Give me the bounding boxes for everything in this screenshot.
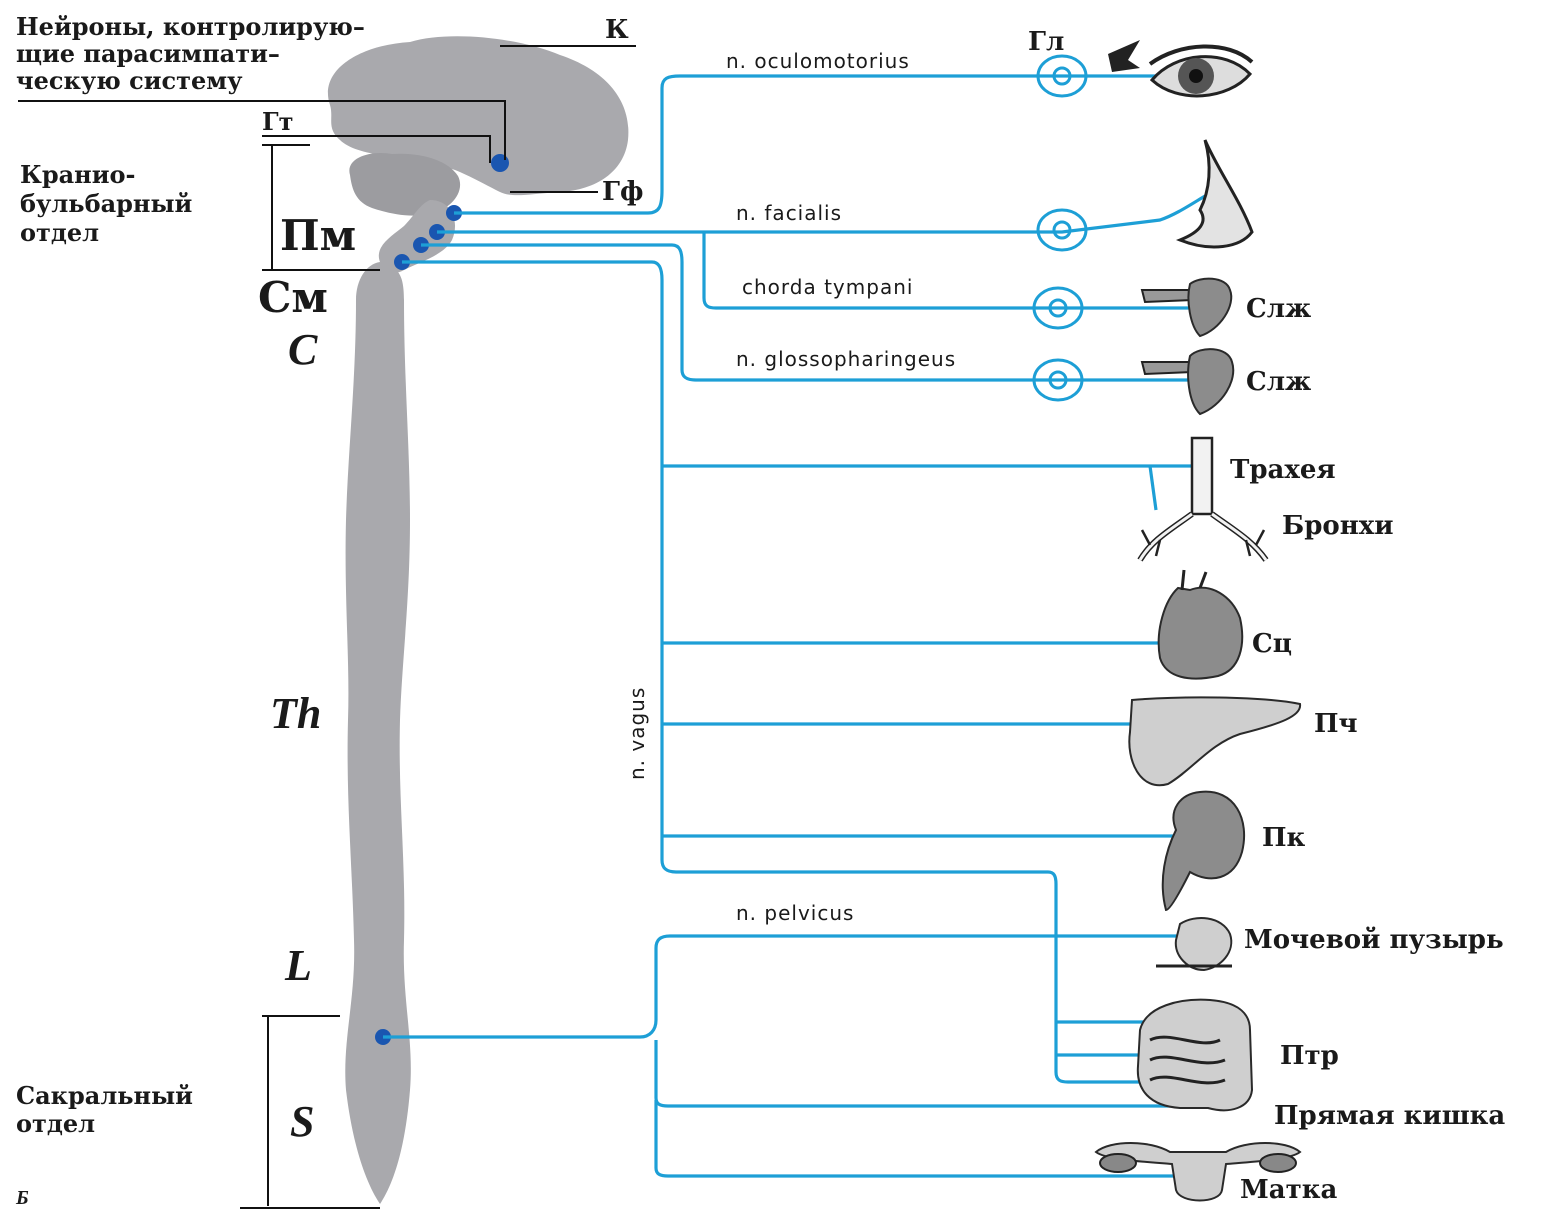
organ-label-bronchi: Бронхи	[1282, 511, 1394, 541]
nerve-label-pelvicus: n. pelvicus	[736, 901, 854, 925]
eye-icon	[1108, 40, 1252, 96]
neurons-label-1: Нейроны, контролирую–	[16, 12, 365, 41]
segment-l: L	[284, 941, 312, 990]
segment-s: S	[290, 1097, 314, 1146]
nose-icon	[1180, 140, 1252, 247]
organ-label-trachea: Трахея	[1230, 455, 1336, 485]
label-sm: См	[258, 273, 328, 322]
text-labels: Нейроны, контролирую– щие парасимпати– ч…	[15, 12, 1505, 1209]
spinal-cord	[345, 262, 411, 1204]
nerve-label-vagus: n. vagus	[625, 687, 649, 780]
liver-icon	[1129, 697, 1300, 785]
organ-label-intestine: Птр	[1280, 1041, 1339, 1071]
kidney-icon	[1163, 792, 1244, 910]
organ-label-heart: Сц	[1252, 629, 1292, 659]
organ-label-slj-2: Слж	[1246, 367, 1311, 397]
kranio-label-1: Кранио-	[20, 160, 136, 189]
organ-label-bladder: Мочевой пузырь	[1244, 925, 1504, 955]
label-gf: Гф	[602, 177, 643, 207]
nerve-bronchi	[1150, 466, 1156, 510]
kranio-label-3: отдел	[20, 218, 99, 247]
organs	[1096, 40, 1300, 1201]
nerve-rectum	[656, 1040, 1200, 1106]
organ-label-slj-1: Слж	[1246, 294, 1311, 324]
neuron-hypothalamus	[491, 154, 509, 172]
sacral-label-2: отдел	[16, 1109, 95, 1138]
label-b: Б	[15, 1187, 29, 1209]
neurons-label-3: ческую систему	[16, 66, 243, 95]
kranio-label-2: бульбарный	[20, 189, 192, 218]
label-gt: Гт	[262, 107, 293, 136]
heart-icon	[1159, 570, 1243, 679]
label-k: К	[605, 15, 629, 45]
nerve-label-glosso: n. glossopharingeus	[736, 347, 956, 371]
intestine-icon	[1138, 1000, 1252, 1111]
label-gl: Гл	[1028, 27, 1064, 57]
nerve-vagus	[402, 262, 1150, 1082]
nerve-label-facialis: n. facialis	[736, 201, 842, 225]
ganglia	[1034, 56, 1086, 400]
nerve-label-oculomotorius: n. oculomotorius	[726, 49, 910, 73]
organ-label-kidney: Пк	[1262, 823, 1306, 853]
organ-label-rectum: Прямая кишка	[1274, 1101, 1505, 1131]
nerve-label-chorda: chorda tympani	[742, 275, 913, 299]
label-pm: Пм	[280, 211, 356, 260]
bladder-icon	[1156, 918, 1232, 970]
neurons-label-2: щие парасимпати–	[16, 39, 280, 68]
segment-c: C	[288, 325, 318, 374]
segment-th: Th	[270, 689, 321, 738]
organ-label-liver: Пч	[1314, 709, 1358, 739]
organ-label-uterus: Матка	[1240, 1175, 1338, 1205]
sacral-label-1: Сакральный	[16, 1081, 193, 1110]
